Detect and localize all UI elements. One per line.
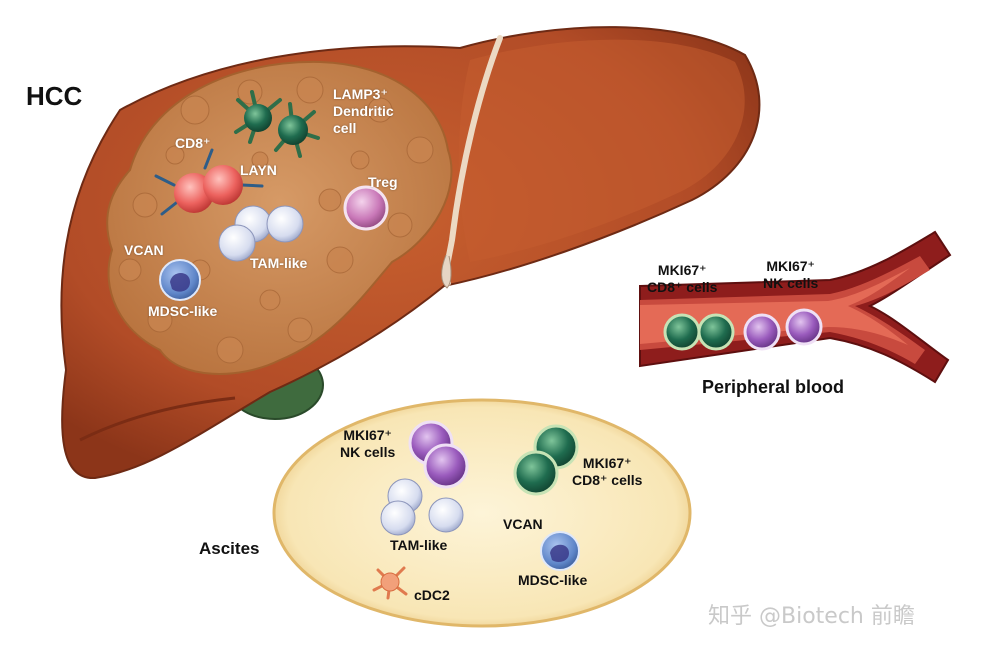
liver-right-lobe [458, 39, 745, 263]
ascites-mdsc-nucleus [550, 544, 569, 562]
dendritic-cell-2 [274, 102, 320, 158]
watermark: 知乎 @Biotech 前瞻 [708, 604, 915, 629]
ascites-nk-cells [408, 420, 469, 489]
label-ascites-mdsc: MDSC-like [518, 572, 588, 588]
ascites-cd8-cells [513, 424, 579, 496]
label-layn: LAYN [240, 162, 277, 178]
label-blood-nk: MKI67⁺ NK cells [763, 258, 819, 291]
ligament-tail [441, 254, 452, 289]
label-lamp3-dendritic: LAMP3⁺ Dendritic cell [333, 86, 394, 136]
label-tam-liver: TAM-like [250, 255, 308, 271]
label-cd8: CD8⁺ [175, 135, 211, 151]
ascites-tam-cells [380, 478, 464, 536]
label-blood-cd8: MKI67⁺ CD8⁺ cells [647, 262, 718, 295]
ascites-compartment [272, 398, 692, 628]
hcc-title: HCC [26, 81, 83, 111]
label-ascites-cd8: MKI67⁺ CD8⁺ cells [572, 455, 643, 488]
ascites-title: Ascites [199, 539, 260, 558]
cd8-layn-receptors [154, 148, 264, 216]
blood-vessel [639, 230, 952, 384]
tam-cells [218, 205, 304, 262]
label-ascites-tam: TAM-like [390, 537, 448, 553]
dendritic-cell-1 [234, 90, 282, 144]
blood-nk-cells [743, 308, 823, 351]
label-treg: Treg [368, 174, 398, 190]
mdsc-nucleus-liver [170, 273, 190, 292]
treg-cell [343, 185, 389, 231]
label-ascites-nk: MKI67⁺ NK cells [340, 427, 396, 460]
blood-cd8-cells [663, 313, 735, 351]
cd8-layn-cell-2 [203, 165, 243, 205]
tumor-nodules [118, 76, 434, 364]
label-cdc2: cDC2 [414, 587, 450, 603]
label-ascites-vcan: VCAN [503, 516, 543, 532]
peripheral-blood-title: Peripheral blood [702, 377, 845, 397]
liver-inferior-edge [79, 396, 236, 442]
label-vcan-liver: VCAN [124, 242, 164, 258]
label-mdsc-liver: MDSC-like [148, 303, 218, 319]
cdc2-cell [372, 566, 408, 600]
